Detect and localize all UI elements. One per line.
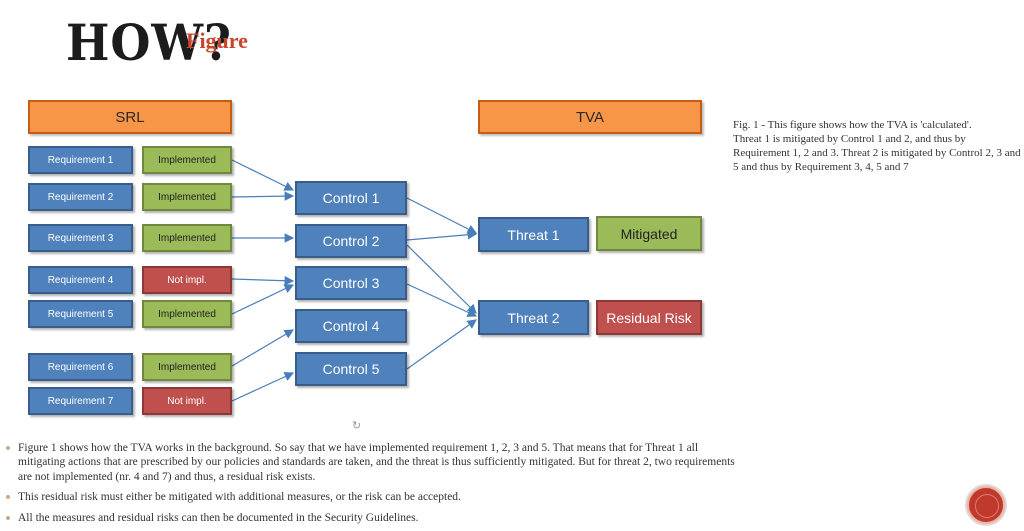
status-requirement-5: Implemented <box>142 300 232 328</box>
bullet-list: Figure 1 shows how the TVA works in the … <box>6 441 746 531</box>
requirement-7: Requirement 7 <box>28 387 133 415</box>
arrow-req6-control4 <box>231 329 295 367</box>
arrow-req7-control5 <box>231 372 295 402</box>
requirement-3: Requirement 3 <box>28 224 133 252</box>
arrow-req2-control1 <box>231 191 295 201</box>
bullet-dot-icon <box>6 495 10 500</box>
threat-1-result: Mitigated <box>596 216 702 251</box>
caption-line-1: Fig. 1 - This figure shows how the TVA i… <box>733 119 972 131</box>
bullet-text: This residual risk must either be mitiga… <box>18 491 461 504</box>
threat-2-result: Residual Risk <box>596 300 702 335</box>
srl-header: SRL <box>28 100 232 134</box>
bullet-item: This residual risk must either be mitiga… <box>6 490 746 504</box>
control-4: Control 4 <box>295 309 407 343</box>
tva-header: TVA <box>478 100 702 134</box>
status-requirement-3: Implemented <box>142 224 232 252</box>
arrow-control1-threat1 <box>406 197 478 234</box>
threat-1: Threat 1 <box>478 217 589 252</box>
figure-caption: Fig. 1 - This figure shows how the TVA i… <box>733 118 1023 174</box>
status-requirement-2: Implemented <box>142 183 232 211</box>
requirement-2: Requirement 2 <box>28 183 133 211</box>
slide-title: HOW? <box>66 13 232 72</box>
arrow-req1-control1 <box>231 159 295 191</box>
requirement-1: Requirement 1 <box>28 146 133 174</box>
arrow-control2-threat2 <box>406 244 477 314</box>
status-requirement-7: Not impl. <box>142 387 232 415</box>
arrow-req5-control3 <box>231 284 295 315</box>
status-requirement-4: Not impl. <box>142 266 232 294</box>
arrow-control2-threat1 <box>406 229 478 241</box>
control-1: Control 1 <box>295 181 407 215</box>
slide-subtitle: Figure <box>186 28 248 53</box>
arrow-req4-control3 <box>231 275 295 286</box>
bullet-dot-icon <box>6 515 10 520</box>
arrow-control3-threat2 <box>406 283 478 317</box>
requirement-4: Requirement 4 <box>28 266 133 294</box>
status-requirement-1: Implemented <box>142 146 232 174</box>
rotate-handle-icon[interactable]: ↻ <box>352 420 362 432</box>
bullet-item: Figure 1 shows how the TVA works in the … <box>6 441 746 484</box>
bullet-text: Figure 1 shows how the TVA works in the … <box>18 442 735 483</box>
caption-line-2: Threat 1 is mitigated by Control 1 and 2… <box>733 133 1021 174</box>
control-2: Control 2 <box>295 224 407 258</box>
bullet-item: All the measures and residual risks can … <box>6 511 746 525</box>
arrow-control5-threat2 <box>406 319 477 370</box>
threat-2: Threat 2 <box>478 300 589 335</box>
corner-logo-icon <box>967 486 1005 524</box>
bullet-dot-icon <box>6 446 10 450</box>
bullet-text: All the measures and residual risks can … <box>18 511 419 524</box>
requirement-5: Requirement 5 <box>28 300 133 328</box>
control-3: Control 3 <box>295 266 407 300</box>
status-requirement-6: Implemented <box>142 353 232 381</box>
requirement-6: Requirement 6 <box>28 353 133 381</box>
control-5: Control 5 <box>295 352 407 386</box>
